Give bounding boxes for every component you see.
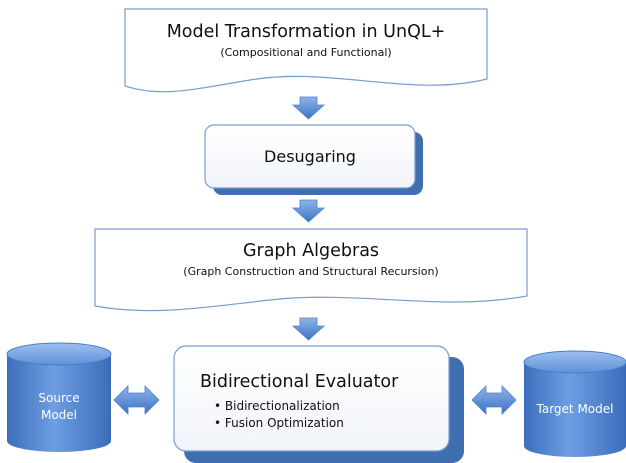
graph-algebras-box: Graph Algebras (Graph Construction and S…: [95, 241, 527, 278]
transformation-title: Model Transformation in UnQL+: [166, 22, 446, 42]
evaluator-bullet: Bidirectionalization: [214, 398, 440, 415]
graph-algebras-document-shape: [94, 228, 528, 312]
evaluator-bullet: Fusion Optimization: [214, 415, 440, 432]
evaluator-title: Bidirectional Evaluator: [200, 372, 399, 392]
right-double-arrow: [471, 385, 517, 415]
down-arrow-1: [291, 96, 326, 120]
evaluator-box: Bidirectional Evaluator Bidirectionaliza…: [200, 372, 440, 432]
desugaring-title: Desugaring: [264, 147, 356, 166]
transformation-document-shape: [124, 8, 488, 93]
graph-algebras-title: Graph Algebras: [242, 241, 380, 261]
graph-algebras-subtitle: (Graph Construction and Structural Recur…: [183, 265, 439, 278]
down-arrow-3: [291, 317, 326, 341]
source-model-cylinder: [6, 342, 112, 452]
transformation-subtitle: (Compositional and Functional): [220, 46, 392, 59]
down-arrow-2: [291, 199, 326, 223]
desugaring-box: Desugaring: [205, 147, 415, 166]
desugaring-box-shape: [204, 124, 423, 195]
target-model-cylinder: [523, 350, 626, 457]
evaluator-bullet-list: Bidirectionalization Fusion Optimization: [214, 398, 440, 432]
left-double-arrow: [113, 385, 160, 415]
target-model-label: Target Model: [536, 402, 614, 416]
transformation-box: Model Transformation in UnQL+ (Compositi…: [125, 22, 487, 59]
